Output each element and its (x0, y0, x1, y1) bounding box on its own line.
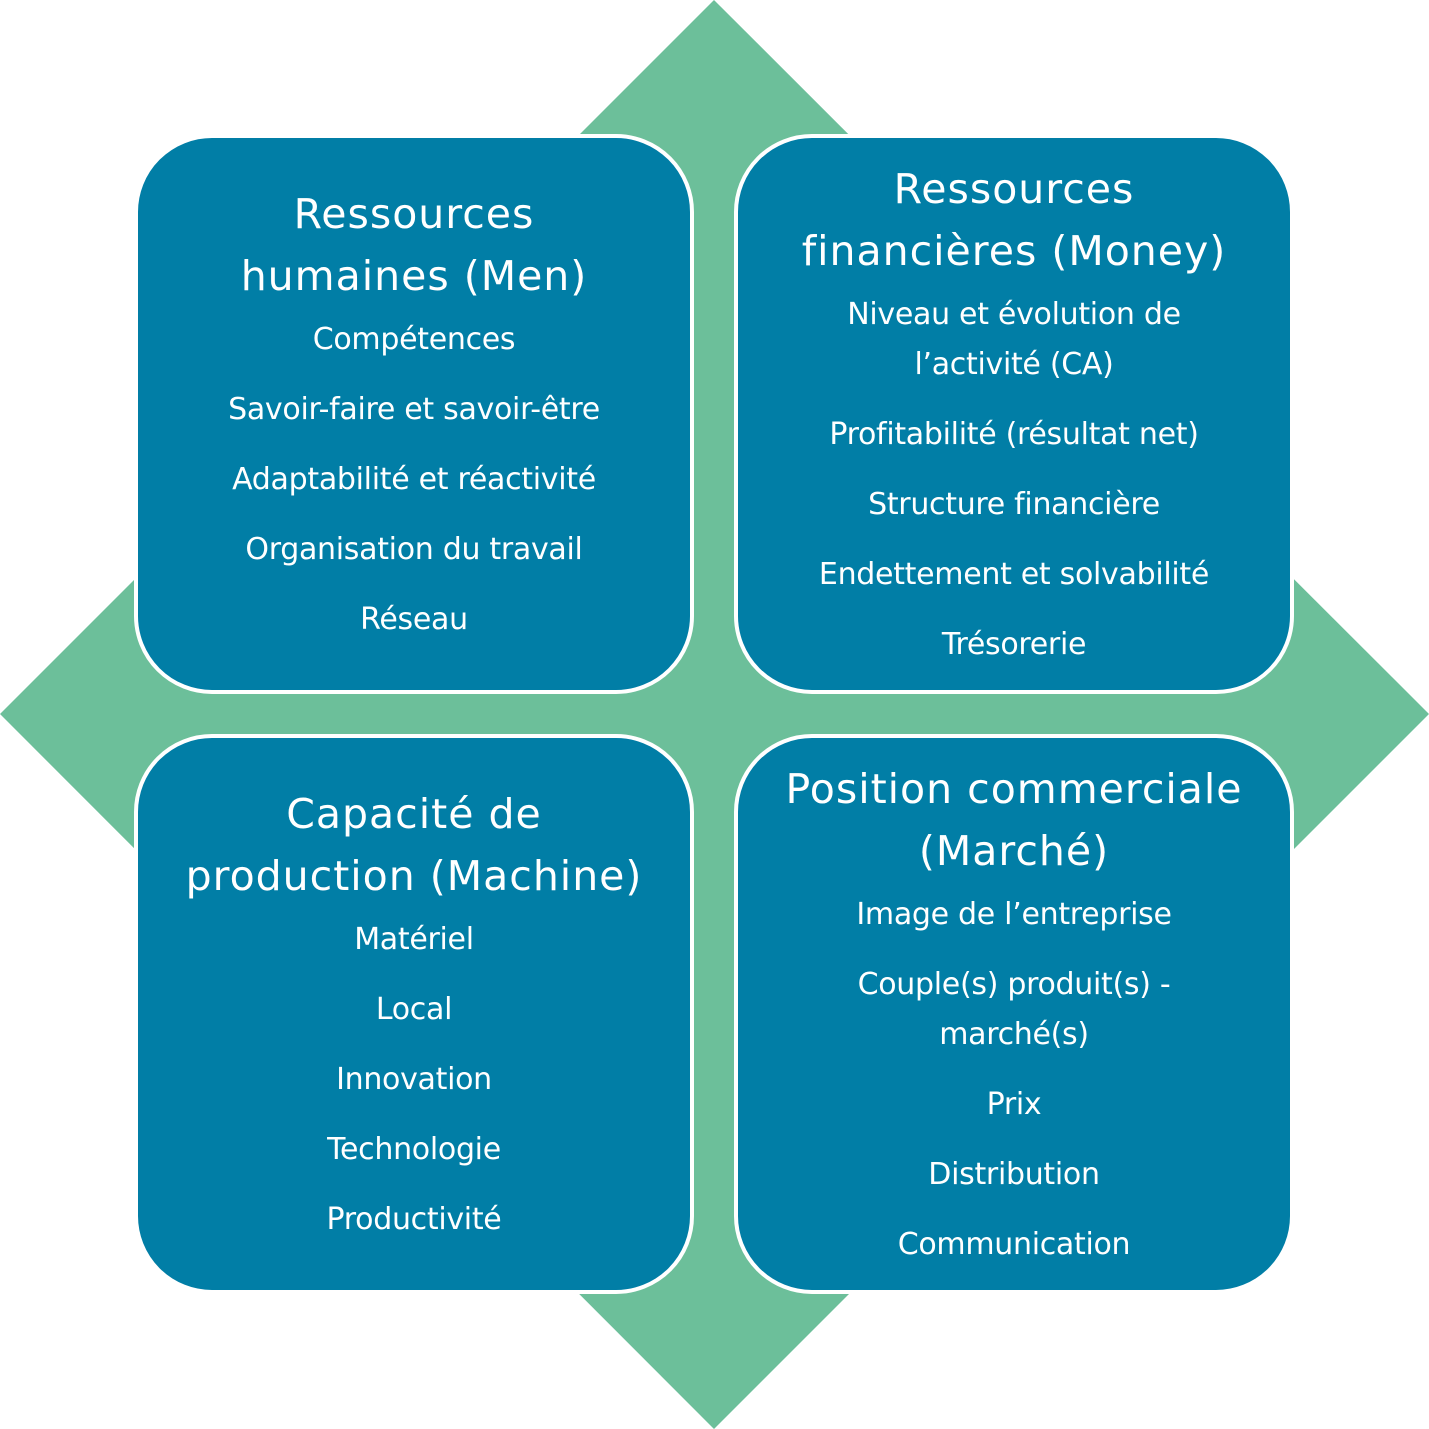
list-item: Organisation du travail (245, 532, 583, 567)
quadrant-production-capacity: Capacité de production (Machine) Matérie… (134, 734, 694, 1294)
list-item: Distribution (928, 1157, 1100, 1192)
list-item: Compétences (312, 322, 516, 357)
list-item: Trésorerie (941, 627, 1087, 662)
list-item: Local (375, 992, 453, 1027)
item-list: Compétences Savoir-faire et savoir-être … (228, 315, 600, 645)
quadrant-financial-resources: Ressources financières (Money) Niveau et… (734, 134, 1294, 694)
quadrant-human-resources: Ressources humaines (Men) Compétences Sa… (134, 134, 694, 694)
quadrant-commercial-position: Position commerciale (Marché) Image de l… (734, 734, 1294, 1294)
list-item: Prix (986, 1087, 1042, 1122)
list-item: Communication (897, 1227, 1131, 1262)
list-item: Innovation (336, 1062, 492, 1097)
list-item: Productivité (326, 1202, 502, 1237)
quadrant-title: Capacité de production (Machine) (185, 790, 643, 900)
list-item: Endettement et solvabilité (818, 557, 1210, 592)
quadrant-title: Position commerciale (Marché) (785, 765, 1243, 875)
list-item: Matériel (354, 922, 474, 957)
list-item: Réseau (360, 602, 468, 637)
list-item: Savoir-faire et savoir-être (228, 392, 600, 427)
list-item: Profitabilité (résultat net) (829, 417, 1199, 452)
item-list: Matériel Local Innovation Technologie Pr… (327, 915, 502, 1245)
list-item: Technologie (327, 1132, 501, 1167)
list-item: Niveau et évolution de l’activité (CA) (847, 297, 1181, 382)
list-item: Adaptabilité et réactivité (232, 462, 596, 497)
list-item: Couple(s) produit(s) - marché(s) (857, 967, 1171, 1052)
list-item: Structure financière (868, 487, 1160, 522)
quadrant-title: Ressources financières (Money) (801, 165, 1227, 275)
quadrant-title: Ressources humaines (Men) (240, 190, 588, 300)
item-list: Niveau et évolution de l’activité (CA) P… (819, 290, 1209, 670)
list-item: Image de l’entreprise (856, 897, 1172, 932)
item-list: Image de l’entreprise Couple(s) produit(… (834, 890, 1194, 1270)
